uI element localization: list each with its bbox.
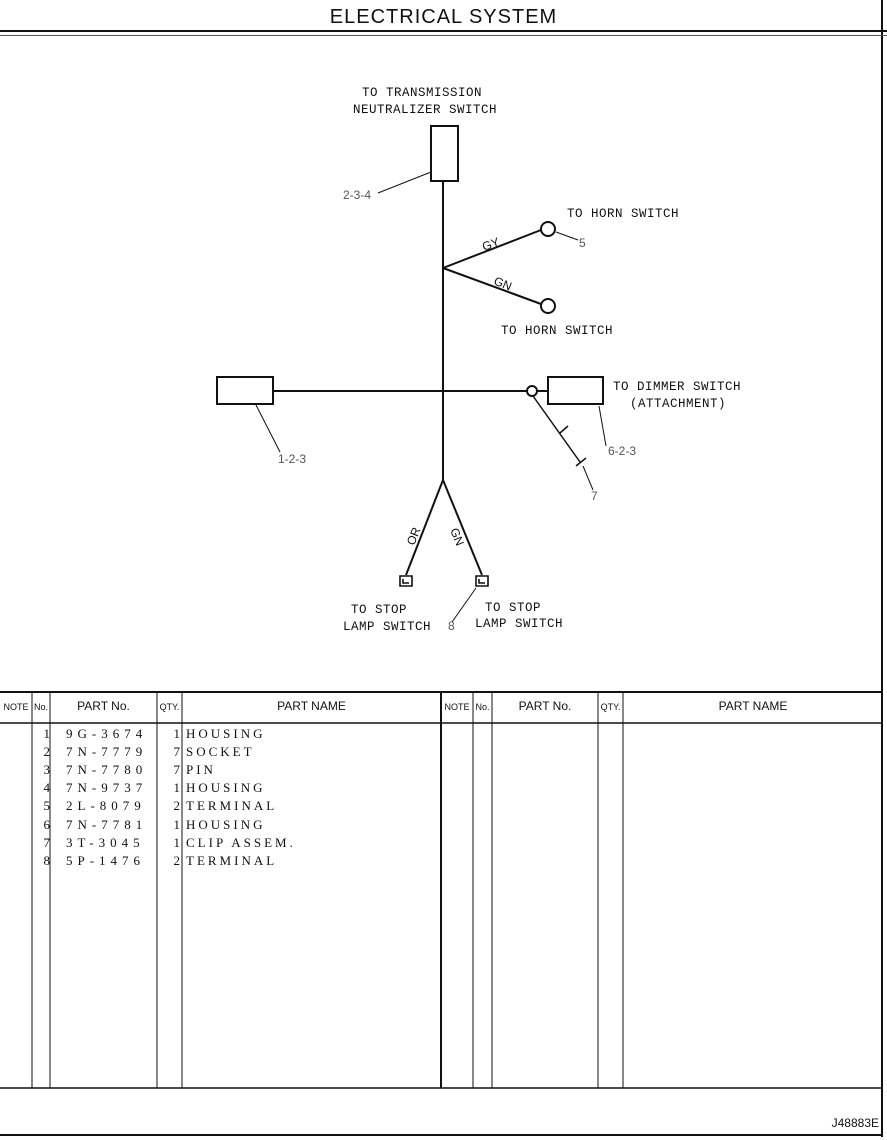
row-part-name: SOCKET [186, 744, 255, 759]
dimmer-housing [547, 376, 604, 405]
row-number: 2 [43, 744, 51, 759]
ref-terminal: 8 [448, 619, 455, 633]
row-part-number: 7N-9737 [66, 780, 148, 795]
stop-terminal-right [475, 575, 489, 587]
row-quantity: 2 [173, 853, 181, 868]
page-frame-right [881, 0, 883, 1137]
header-qty-right: QTY. [600, 702, 621, 712]
wire-code-gn-horn: GN [492, 274, 514, 294]
neutralizer-housing [430, 125, 459, 182]
title-rule [0, 30, 887, 32]
drawing-code: J48883E [831, 1116, 879, 1130]
row-part-number: 3T-3045 [66, 835, 145, 850]
title-rule-secondary [0, 35, 887, 36]
row-number: 1 [43, 726, 51, 741]
row-number: 8 [43, 853, 51, 868]
header-part-name-left: PART NAME [277, 699, 346, 713]
stop-lamp-right-label-line2: LAMP SWITCH [475, 617, 563, 631]
footer-rule [0, 1134, 883, 1136]
row-quantity: 1 [173, 726, 181, 741]
row-part-number: 7N-7779 [66, 744, 148, 759]
row-number: 3 [43, 762, 51, 777]
row-part-name: CLIP ASSEM. [186, 835, 296, 850]
transmission-label-line1: TO TRANSMISSION [362, 86, 482, 100]
row-part-name: TERMINAL [186, 798, 278, 813]
dimmer-switch-label-line1: TO DIMMER SWITCH [613, 380, 741, 394]
horn-switch-top-label: TO HORN SWITCH [567, 207, 679, 221]
left-housing [216, 376, 274, 405]
row-quantity: 1 [173, 780, 181, 795]
header-part-no-left: PART No. [77, 699, 130, 713]
header-no-left: No. [33, 702, 48, 712]
stop-lamp-left-label-line2: LAMP SWITCH [343, 620, 431, 634]
row-part-number: 7N-7780 [66, 762, 148, 777]
header-no-right: No. [475, 702, 490, 712]
row-number: 7 [43, 835, 51, 850]
header-note-right: NOTE [444, 702, 470, 712]
row-part-name: HOUSING [186, 817, 266, 832]
page-title: ELECTRICAL SYSTEM [329, 6, 558, 28]
row-part-number: 2L-8079 [66, 798, 146, 813]
row-part-name: HOUSING [186, 780, 266, 795]
or-wire [405, 479, 444, 576]
ref-neutralizer: 2-3-4 [343, 188, 371, 202]
dimmer-clip-ring [526, 385, 538, 397]
header-qty-left: QTY. [159, 702, 180, 712]
horn-terminal-bottom [540, 298, 556, 314]
row-quantity: 7 [173, 762, 181, 777]
wire-code-or: OR [404, 525, 424, 547]
header-note-left: NOTE [3, 702, 29, 712]
parts-table [0, 691, 883, 1089]
row-part-name: PIN [186, 762, 216, 777]
stop-lamp-left-label-line1: TO STOP [351, 603, 407, 617]
header-part-name-right: PART NAME [718, 699, 788, 713]
clip-strap [532, 395, 581, 463]
dimmer-switch-label-line2: (ATTACHMENT) [630, 397, 726, 411]
parts-table-grid [0, 691, 883, 1089]
gy-wire [442, 229, 542, 269]
row-quantity: 1 [173, 835, 181, 850]
horn-terminal-top [540, 221, 556, 237]
transmission-label-line2: NEUTRALIZER SWITCH [353, 103, 497, 117]
ref-dimmer: 6-2-3 [608, 444, 636, 458]
row-quantity: 2 [173, 798, 181, 813]
stop-terminal-left [399, 575, 413, 587]
gn-horn-wire [442, 267, 542, 305]
row-part-name: TERMINAL [186, 853, 278, 868]
wire-code-gn-stop: GN [447, 526, 467, 548]
ref-left-housing: 1-2-3 [278, 452, 306, 466]
ref-clip: 7 [591, 489, 598, 503]
row-quantity: 7 [173, 744, 181, 759]
row-number: 4 [43, 780, 51, 795]
row-part-number: 5P-1476 [66, 853, 146, 868]
row-part-name: HOUSING [186, 726, 266, 741]
ref-horn: 5 [579, 236, 586, 250]
row-part-number: 7N-7781 [66, 817, 148, 832]
row-quantity: 1 [173, 817, 181, 832]
row-number: 6 [43, 817, 51, 832]
wire-code-gy: GY [480, 235, 501, 254]
stop-lamp-right-label-line1: TO STOP [485, 601, 541, 615]
wiring-diagram: TO TRANSMISSION NEUTRALIZER SWITCH TO HO… [216, 86, 741, 634]
row-number: 5 [43, 798, 51, 813]
horn-switch-bottom-label: TO HORN SWITCH [501, 324, 613, 338]
header-part-no-right: PART No. [518, 699, 572, 713]
gn-stop-wire [442, 479, 483, 576]
row-part-number: 9G-3674 [66, 726, 148, 741]
